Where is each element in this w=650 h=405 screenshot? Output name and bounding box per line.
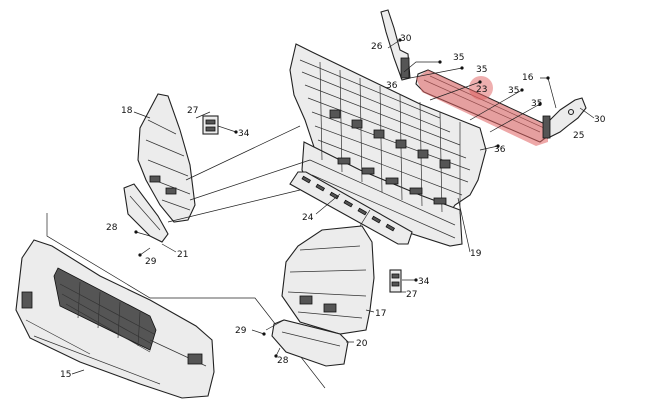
part-25-bracket <box>542 97 587 139</box>
callout-label: 19 <box>470 249 482 259</box>
callout-label: 35 <box>453 53 464 63</box>
part-26-bracket <box>380 9 411 81</box>
callout-label: 24 <box>302 213 314 223</box>
callout-label: 35 <box>508 86 519 96</box>
part-19-grille-frame <box>289 43 487 247</box>
callout-label: 26 <box>371 42 383 52</box>
callout-label: 35 <box>531 99 542 109</box>
callout-label: 36 <box>386 81 398 91</box>
callout-label: 20 <box>356 339 368 349</box>
part-27-clip-lower <box>389 269 402 293</box>
callout-label: 29 <box>235 326 247 336</box>
part-21-left-trim <box>123 183 169 243</box>
callout-label: 21 <box>177 250 188 260</box>
callout-label: 28 <box>106 223 118 233</box>
callout-label: 25 <box>573 131 584 141</box>
callout-label: 23 <box>476 85 487 95</box>
callout-label: 15 <box>60 370 71 380</box>
highlight-overlay <box>416 70 548 146</box>
callout-labels: 26 30 35 35 16 23 35 35 30 36 25 36 18 2… <box>60 34 606 380</box>
callout-dots <box>134 38 550 358</box>
callout-label: 17 <box>375 309 386 319</box>
part-20-right-trim <box>271 319 349 367</box>
highlight-circle <box>469 76 493 100</box>
callout-label: 36 <box>494 145 506 155</box>
part-15-front-bumper <box>15 239 215 399</box>
callout-label: 29 <box>145 257 157 267</box>
part-27-clip-upper <box>202 115 219 135</box>
callout-label: 16 <box>522 73 534 83</box>
callout-label: 34 <box>418 277 430 287</box>
callout-label: 27 <box>187 106 198 116</box>
callout-label: 30 <box>594 115 606 125</box>
callout-label: 28 <box>277 356 289 366</box>
part-17-right-housing <box>281 225 375 335</box>
callout-label: 18 <box>121 106 133 116</box>
callout-label: 34 <box>238 129 250 139</box>
callout-label: 30 <box>400 34 412 44</box>
part-18-left-housing <box>137 93 196 223</box>
part-23-highlighted-beam <box>415 69 549 146</box>
callout-label: 35 <box>476 65 487 75</box>
callout-label: 27 <box>406 290 417 300</box>
leader-lines <box>71 39 595 375</box>
